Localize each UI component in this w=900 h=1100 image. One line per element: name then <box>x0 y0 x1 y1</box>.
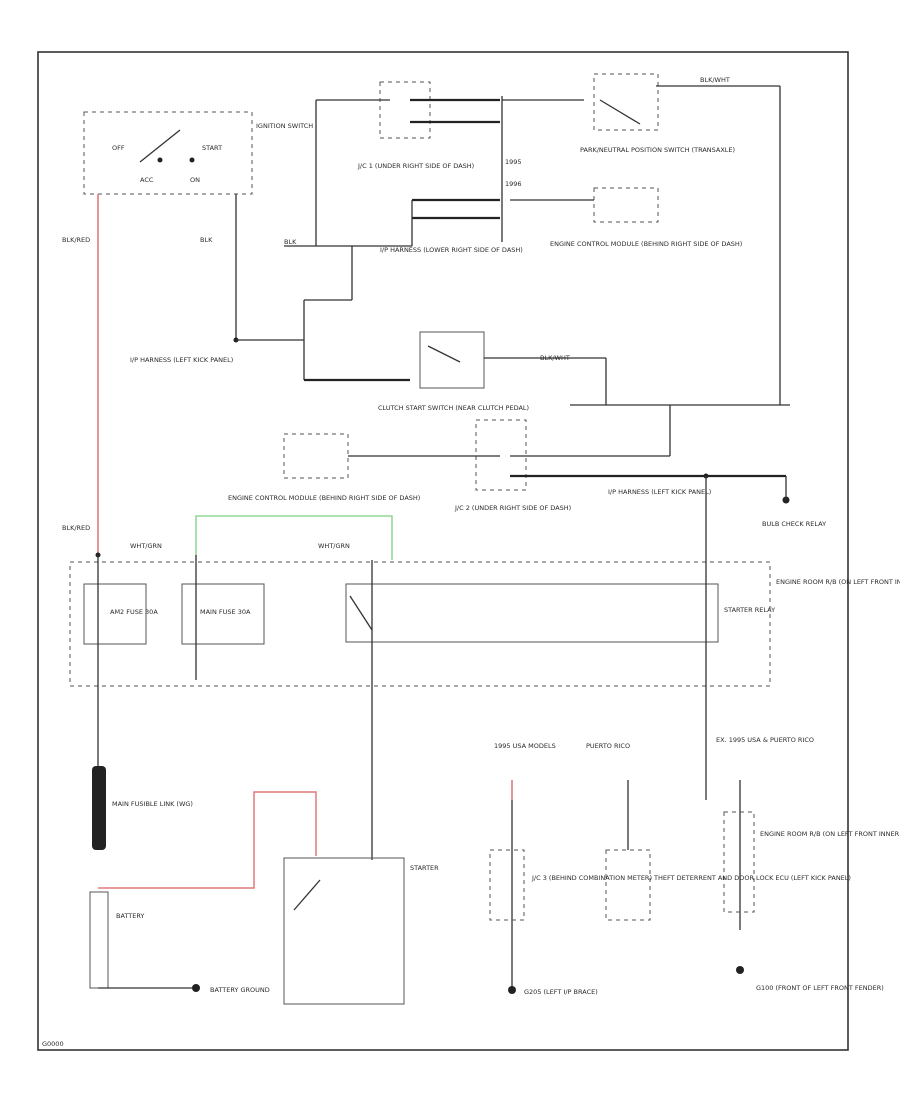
fusible-label: MAIN FUSIBLE LINK (WG) <box>112 800 193 808</box>
fuse-am2-label: AM2 FUSE 30A <box>110 608 158 616</box>
diagram-code: G0000 <box>42 1040 64 1048</box>
engine-room-rb-box <box>69 561 771 687</box>
starter-relay-label: STARTER RELAY <box>724 606 775 614</box>
svg-text:1996: 1996 <box>505 180 522 188</box>
label-start: START <box>202 144 222 152</box>
park-neutral-label: PARK/NEUTRAL POSITION SWITCH (TRANSAXLE) <box>580 146 735 154</box>
starter-label: STARTER <box>410 864 439 872</box>
wire-label: WHT/GRN <box>318 542 350 550</box>
wire-label: BLK/WHT <box>700 76 730 84</box>
svg-text:1995: 1995 <box>505 158 522 166</box>
wire-label: WHT/GRN <box>130 542 162 550</box>
jc3-box <box>489 849 525 921</box>
fuse-main-label: MAIN FUSE 30A <box>200 608 251 616</box>
wire-label: BLK <box>284 238 297 246</box>
label-acc: ACC <box>140 176 154 184</box>
label-off: OFF <box>112 144 125 152</box>
ecm-top-label: ENGINE CONTROL MODULE (BEHIND RIGHT SIDE… <box>550 240 742 248</box>
starter-box <box>283 857 405 1005</box>
ignition-switch-box <box>83 111 253 195</box>
clutch-switch-box <box>419 331 485 389</box>
starter-relay-box <box>345 583 719 643</box>
engine-room2-label: ENGINE ROOM R/B (ON LEFT FRONT INNER FEN… <box>760 830 900 838</box>
ip-harness-lower-label: I/P HARNESS (LOWER RIGHT SIDE OF DASH) <box>380 246 523 254</box>
ip-harness-label: I/P HARNESS (LEFT KICK PANEL) <box>130 356 233 364</box>
puerto-rico-label: PUERTO RICO <box>586 742 630 750</box>
fuse-main <box>181 583 265 645</box>
ip-harness-left2-label: I/P HARNESS (LEFT KICK PANEL) <box>608 488 711 496</box>
theft-label: THEFT DETERRENT AND DOOR LOCK ECU (LEFT … <box>653 874 851 882</box>
battery-ground-label: BATTERY GROUND <box>210 986 270 994</box>
bulb-check-label: BULB CHECK RELAY <box>762 520 826 528</box>
label-on: ON <box>190 176 200 184</box>
jc2-label: J/C 2 (UNDER RIGHT SIDE OF DASH) <box>454 504 571 512</box>
ecm-mid-label: ENGINE CONTROL MODULE (BEHIND RIGHT SIDE… <box>228 494 420 502</box>
jc2-box <box>475 419 527 491</box>
engine-room-rb2-box <box>723 811 755 913</box>
theft-box <box>605 849 651 921</box>
red-wire-battery <box>98 791 317 889</box>
jc3-label: J/C 3 (BEHIND COMBINATION METER) <box>531 874 652 882</box>
g205-label: G205 (LEFT I/P BRACE) <box>524 988 598 996</box>
battery-label: BATTERY <box>116 912 144 920</box>
jc1-box <box>379 81 431 139</box>
wire-label: BLK/RED <box>62 524 90 532</box>
wire-label: BLK <box>200 236 213 244</box>
ex-models-label: EX. 1995 USA & PUERTO RICO <box>716 736 814 744</box>
battery-symbol <box>89 891 109 989</box>
park-neutral-box <box>593 73 659 131</box>
ecm-mid-box <box>283 433 349 479</box>
ecm-top-box <box>593 187 659 223</box>
green-wire <box>195 515 393 560</box>
fuse-am2 <box>83 583 147 645</box>
us-models-label: 1995 USA MODELS <box>494 742 556 750</box>
main-fusible-link <box>92 766 106 850</box>
jc1-label: J/C 1 (UNDER RIGHT SIDE OF DASH) <box>357 162 474 170</box>
g100-label: G100 (FRONT OF LEFT FRONT FENDER) <box>756 984 884 992</box>
engine-room-label: ENGINE ROOM R/B (ON LEFT FRONT INNER FEN… <box>776 578 900 586</box>
clutch-switch-label: CLUTCH START SWITCH (NEAR CLUTCH PEDAL) <box>378 404 529 412</box>
ignition-switch-label: IGNITION SWITCH <box>256 122 313 130</box>
wire-label: BLK/RED <box>62 236 90 244</box>
wire-label: BLK/WHT <box>540 354 570 362</box>
diagram-frame <box>37 51 849 1051</box>
